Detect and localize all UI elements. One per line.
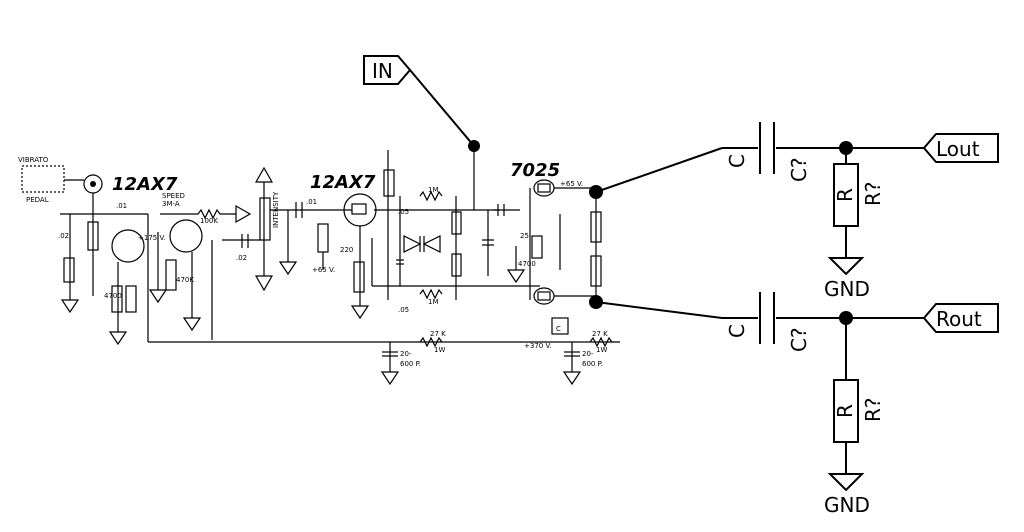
speed-arrow [235,204,252,224]
right-res-ref: R? [861,397,885,422]
tube1-label: 12AX7 [112,174,178,195]
res-27k-b-label: 27 K [592,330,608,338]
cap-05-label: .05 [398,306,409,314]
rout-port-label: Rout [936,307,982,331]
pedal-jack-center [90,181,96,187]
left-cap-ref: C? [787,157,811,182]
right-cap-value: C [725,324,749,338]
res-470k-label: 470K [176,276,194,284]
volt-370-label: +370 V. [524,342,552,350]
left-res-value: R [833,188,857,202]
res-1m-bot-label: 1M [428,298,439,306]
cap-01b-label: .01 [306,198,317,206]
rout-port[interactable]: Rout [922,303,999,333]
left-gnd-label: GND [824,277,870,301]
cap-600pb-label: 600 P. [582,360,603,368]
tube2-label: 12AX7 [310,172,376,193]
cap-20a-label: 20- [400,350,412,358]
tube3-bottom-symbol [533,287,555,305]
tube3-top-symbol [533,179,555,197]
lout-port[interactable]: Lout [922,133,999,163]
cap-label-02: .02 [58,232,69,240]
right-wire [595,301,723,319]
res-1m-top-label: 1M [428,186,439,194]
left-wire [595,147,723,193]
left-cap-value: C [725,154,749,168]
cap-25-label: 25 [520,232,529,240]
right-capacitor[interactable] [759,292,775,344]
in-wire [409,69,475,147]
cap-600pa-label: 600 P. [400,360,421,368]
volt-175-label: +175 V. [138,234,166,242]
res-1w-a-label: 1W [434,346,445,354]
cap-20b-label: 20- [582,350,594,358]
in-port-label: IN [372,59,393,83]
c-marker-label: C [556,325,561,333]
right-gnd-symbol [827,473,865,492]
cap-02-label: .02 [236,254,247,262]
speed-label: SPEED [162,192,185,200]
speed-value-label: 3M-A [162,200,180,208]
in-port[interactable]: IN [363,55,412,85]
tube1-symbol-b [169,219,203,253]
diode-left [422,235,441,253]
scanned-schematic: VIBRATO PEDAL 12AX7 12AX7 7025 .01 .02 4… [18,150,620,386]
right-res-value: R [833,404,857,418]
res-100k-label: 100K [200,217,218,225]
cap-label-01: .01 [116,202,127,210]
lout-port-label: Lout [936,137,980,161]
right-cap-ref: C? [787,327,811,352]
tube1-symbol-a [111,229,145,263]
right-gnd-label: GND [824,493,870,517]
vibrato-label: VIBRATO [18,156,49,164]
left-gnd-symbol [827,257,865,276]
c-marker-box [551,317,569,335]
res-4700-label: 4700 [104,292,122,300]
res-1500-label: 220 [340,246,353,254]
pedal-switch-box [21,165,65,193]
pedal-label: PEDAL [26,196,49,204]
diode-right [403,235,422,253]
left-res-ref: R? [861,181,885,206]
res-27k-a-label: 27 K [430,330,446,338]
cap-05b-label: .05 [398,208,409,216]
res-1w-b-label: 1W [596,346,607,354]
res-4700b-label: 4700 [518,260,536,268]
volt-330-label: +65 V. [560,180,583,188]
tube3-label: 7025 [510,160,560,181]
left-capacitor[interactable] [759,122,775,174]
